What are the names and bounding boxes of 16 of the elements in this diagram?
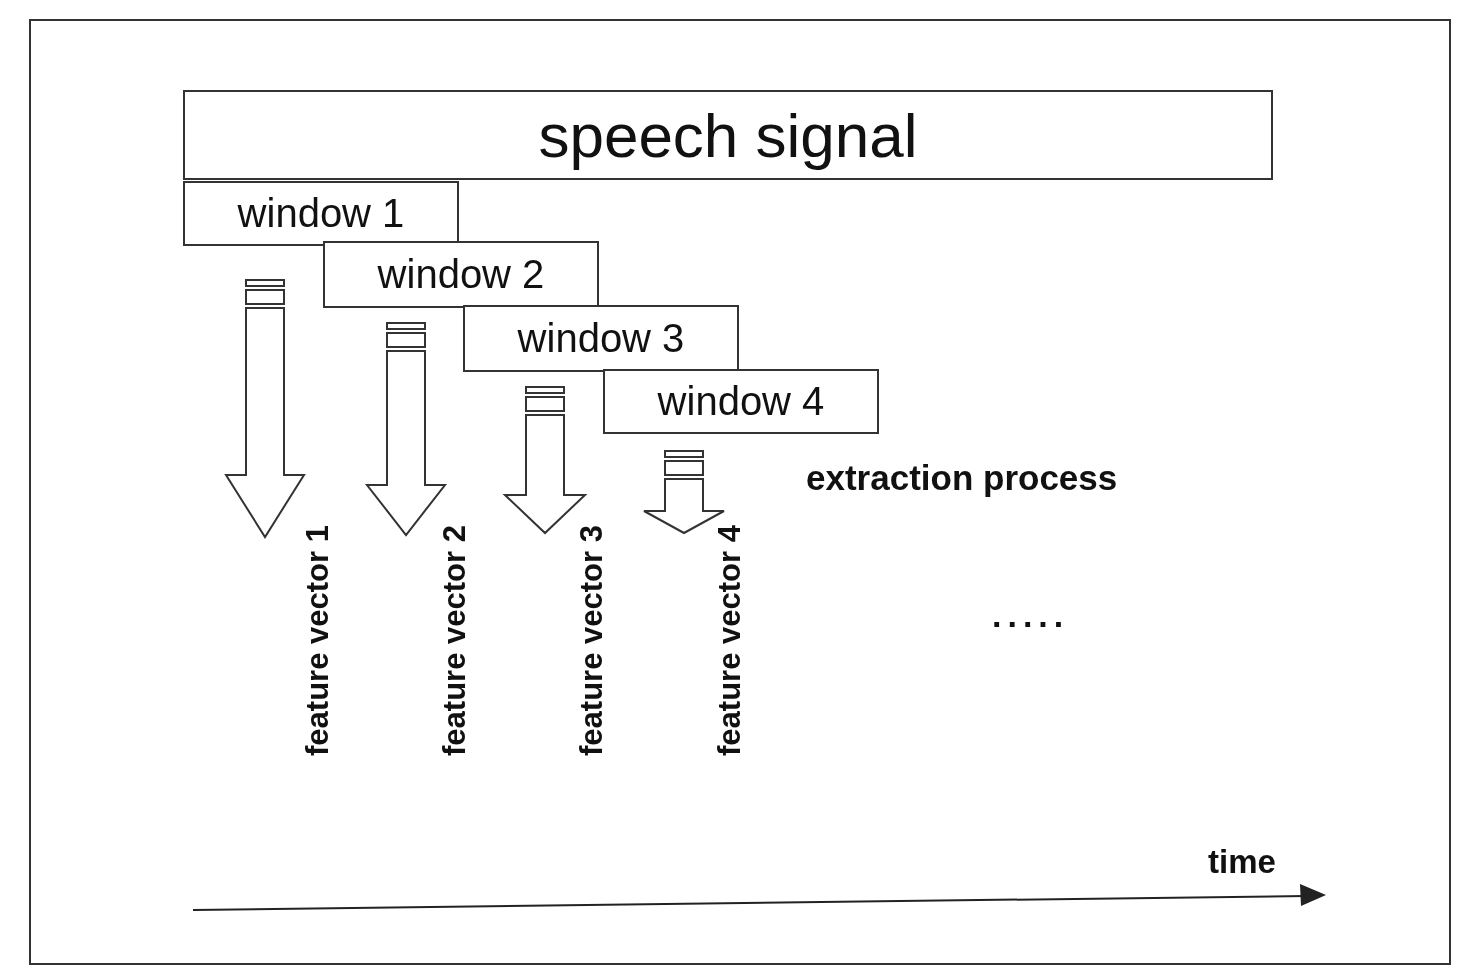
window-box: window 4	[603, 369, 879, 434]
vector-label: feature vector 3	[574, 525, 610, 756]
process-label: extraction process	[806, 458, 1118, 498]
block-arrow	[224, 279, 306, 539]
block-arrow	[364, 322, 448, 537]
window-box: window 1	[183, 181, 459, 246]
axis-label: time	[1208, 843, 1276, 881]
vector-label: feature vector 1	[300, 525, 336, 756]
block-arrow	[502, 386, 588, 535]
vector-label: feature vector 4	[712, 525, 748, 756]
block-arrow	[643, 450, 725, 535]
window-box: window 2	[323, 241, 599, 308]
ellipsis-text: .....	[992, 596, 1070, 635]
vector-label: feature vector 2	[437, 525, 473, 756]
window-box: window 3	[463, 305, 739, 372]
signal-box: speech signal	[183, 90, 1273, 180]
